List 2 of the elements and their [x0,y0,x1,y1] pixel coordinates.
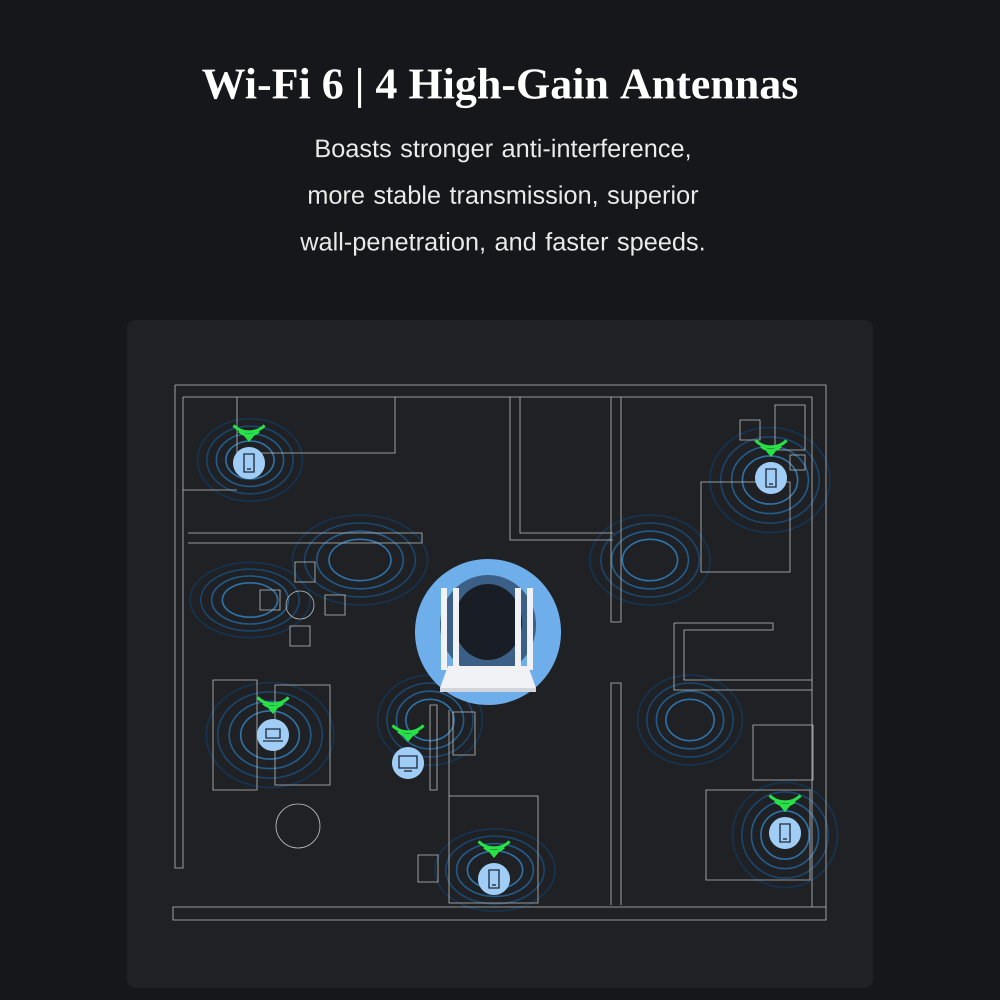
subtitle: Boasts stronger anti-interference, more stable transmission, superior wall-penetration, and faster speeds. [300,138,704,256]
title: Wi-Fi 6 | 4 High-Gain Antennas [202,68,798,108]
